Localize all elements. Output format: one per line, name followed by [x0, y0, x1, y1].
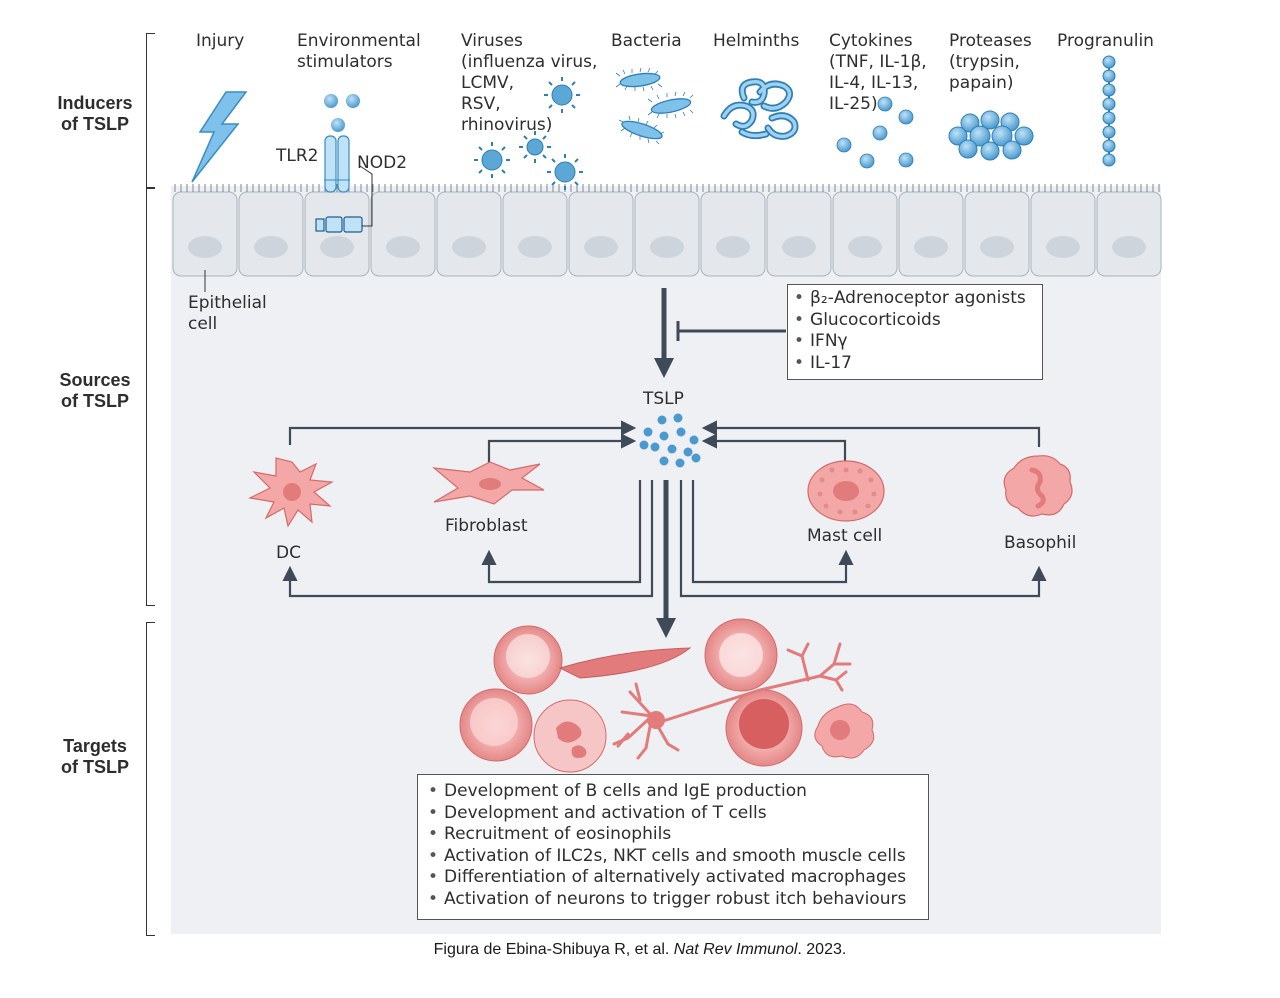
cytokine-dot-icon	[872, 125, 888, 141]
epithelial-cell	[898, 191, 964, 277]
epithelial-cell	[634, 191, 700, 277]
stimulator-dot-icon	[324, 94, 338, 108]
effect-item: Differentiation of alternatively activat…	[428, 867, 928, 889]
tslp-molecules	[639, 413, 701, 468]
microvilli	[174, 184, 1160, 192]
virus-icons	[474, 77, 583, 190]
inhibition-line	[676, 321, 786, 341]
epithelium	[172, 191, 1162, 277]
inducer-helminths: Helminths	[713, 31, 800, 51]
cytokine-dot-icon	[877, 96, 893, 112]
cytokine-dot-icon	[898, 109, 914, 125]
virus-icon	[547, 154, 583, 190]
cytokine-dot-icon	[836, 137, 852, 153]
epithelial-cell	[964, 191, 1030, 277]
helminth-icon-inner	[722, 80, 797, 139]
inducer-proteases: Proteases (trypsin, papain)	[949, 31, 1032, 93]
nod2-label: NOD2	[357, 153, 408, 173]
inducers-label: Inducers of TSLP	[57, 93, 133, 134]
epithelial-cell	[766, 191, 832, 277]
cytokine-dot-icon	[859, 153, 875, 169]
sources-bracket	[146, 188, 155, 606]
protease-cluster-icon	[948, 110, 1034, 161]
progranulin-chain-icon	[1102, 55, 1116, 167]
mast-cell-label: Mast cell	[807, 526, 883, 546]
epithelial-cell	[832, 191, 898, 277]
source-to-tslp-arrows	[288, 420, 1041, 470]
stimulator-dot-icon	[331, 118, 345, 132]
epithelial-cell	[1096, 191, 1162, 277]
caption-prefix: Figura de Ebina-Shibuya R, et al.	[433, 941, 674, 958]
targets-label: Targets of TSLP	[61, 736, 129, 777]
bacterium-icon	[619, 72, 661, 88]
epithelial-cell	[172, 191, 238, 277]
inducer-viruses: Viruses (influenza virus, LCMV, RSV, rhi…	[461, 31, 598, 135]
targets-bracket	[146, 622, 155, 936]
dendritic-cell-icon	[248, 457, 334, 528]
virus-icon	[474, 142, 510, 178]
epithelial-cell	[700, 191, 766, 277]
bacterium-icon	[621, 120, 663, 140]
mast-cell-icon	[807, 460, 885, 522]
effects-box: Development of B cells and IgE productio…	[417, 774, 929, 920]
caption-suffix: . 2023.	[797, 941, 847, 958]
caption-journal: Nat Rev Immunol	[673, 941, 798, 958]
nod2-receptor-icon	[315, 165, 373, 233]
epithelial-cell	[304, 191, 370, 277]
cytokine-dots	[836, 96, 914, 169]
bacteria-flagella	[615, 67, 694, 145]
inducer-cytokines: Cytokines (TNF, IL-1β, IL-4, IL-13, IL-2…	[829, 31, 927, 114]
neuron-icon	[612, 642, 852, 760]
epithelial-cell	[568, 191, 634, 277]
inhibitor-item: IFNγ	[794, 331, 1042, 353]
inducers-bracket	[146, 33, 155, 188]
target-cells	[459, 618, 875, 773]
effect-item: Recruitment of eosinophils	[428, 824, 928, 846]
inducer-environmental: Environmental stimulators	[297, 31, 421, 72]
epithelial-cell	[436, 191, 502, 277]
effect-item: Development of B cells and IgE productio…	[428, 781, 928, 803]
inhibitor-item: Glucocorticoids	[794, 310, 1042, 332]
fibroblast-label: Fibroblast	[445, 516, 528, 536]
epithelial-cell	[1030, 191, 1096, 277]
tlr2-receptor-icon	[324, 135, 350, 193]
inhibitor-item: IL-17	[794, 353, 1042, 375]
tlr2-label: TLR2	[276, 146, 319, 166]
lightning-bolt-icon	[191, 91, 248, 183]
epithelial-cell	[502, 191, 568, 277]
cytokine-dot-icon	[898, 152, 914, 168]
figure-caption: Figura de Ebina-Shibuya R, et al. Nat Re…	[0, 941, 1280, 959]
inducer-progranulin: Progranulin	[1057, 31, 1154, 51]
tslp-to-source-arrows	[282, 480, 1047, 598]
inducer-bacteria: Bacteria	[611, 31, 682, 51]
effect-item: Development and activation of T cells	[428, 803, 928, 825]
epithelial-cell-label: Epithelial cell	[188, 293, 267, 334]
basophil-icon	[1003, 455, 1073, 517]
virus-icon	[544, 77, 580, 113]
virus-icon	[519, 131, 551, 163]
basophil-label: Basophil	[1004, 533, 1077, 553]
inhibitors-box: β₂-Adrenoceptor agonists Glucocorticoids…	[787, 284, 1043, 380]
epithelial-cell	[370, 191, 436, 277]
inducer-injury: Injury	[196, 31, 245, 51]
sources-label: Sources of TSLP	[59, 370, 131, 411]
fibroblast-icon	[432, 461, 545, 505]
tslp-label: TSLP	[643, 389, 684, 409]
epithelial-cell	[238, 191, 304, 277]
epithelial-cells	[172, 191, 1162, 277]
bacteria-icons	[619, 72, 692, 140]
dc-label: DC	[276, 543, 301, 563]
bacterium-icon	[650, 98, 692, 114]
inhibitor-item: β₂-Adrenoceptor agonists	[794, 288, 1042, 310]
effect-item: Activation of ILC2s, NKT cells and smoot…	[428, 846, 928, 868]
effect-item: Activation of neurons to trigger robust …	[428, 889, 928, 911]
stimulator-dot-icon	[346, 94, 360, 108]
smooth-muscle-cell-icon	[558, 647, 692, 679]
